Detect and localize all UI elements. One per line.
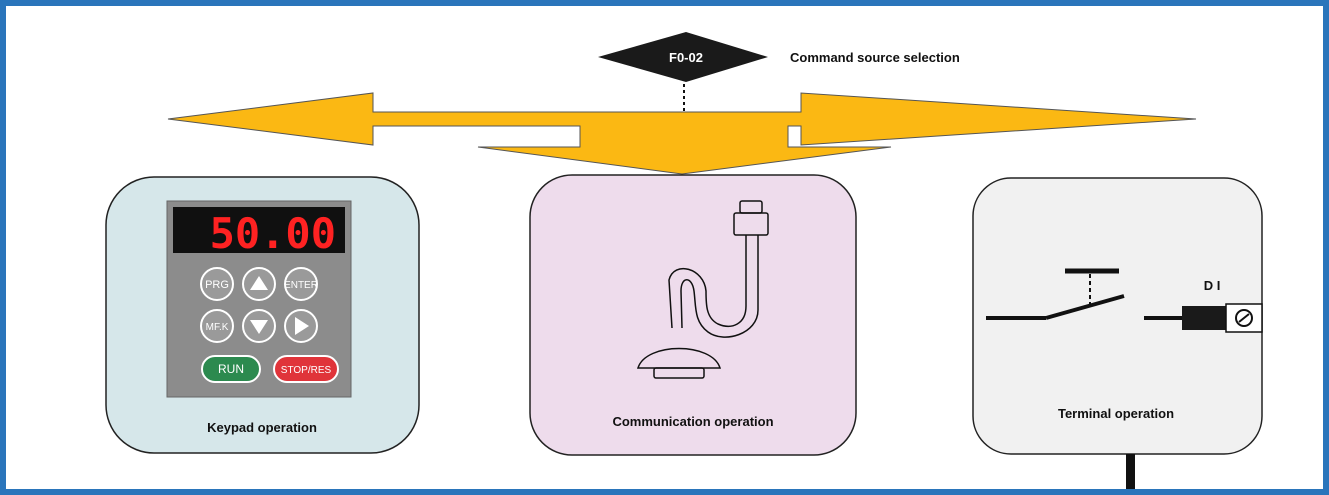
run-button[interactable] [201,355,261,383]
keypad-operation-label: Keypad operation [207,420,317,435]
command-source-diagram: F0-02 Command source selection 50.00 PRG… [105,32,1263,489]
selector-diamond [598,32,768,82]
keypad-display [173,207,345,253]
selector-code: F0-02 [669,50,703,65]
communication-cable-icon [636,200,769,379]
enter-button-label: ENTER [284,280,318,291]
communication-panel [529,174,857,456]
terminal-operation-label: Terminal operation [1058,406,1174,421]
switch-icon [986,268,1184,320]
communication-operation-label: Communication operation [612,414,773,429]
up-arrow-icon [250,276,268,290]
screw-slot [1238,313,1250,323]
selector-caption: Command source selection [790,50,960,65]
distribution-arrow [167,92,1197,175]
mfk-button-label: MF.K [206,322,229,333]
prg-button[interactable] [200,267,234,301]
stop-reset-button-label: STOP/RES [281,365,332,376]
run-button-label: RUN [218,362,244,376]
terminal-connector [1182,306,1226,330]
enter-button[interactable] [284,267,318,301]
di-label: D I [1204,278,1221,293]
stop-reset-button[interactable] [273,355,339,383]
prg-button-label: PRG [205,279,229,291]
right-arrow-icon [295,317,309,335]
mfk-button[interactable] [200,309,234,343]
terminal-cable [1126,454,1135,489]
keypad-display-value: 50.00 [210,209,336,258]
down-arrow-icon [250,320,268,334]
